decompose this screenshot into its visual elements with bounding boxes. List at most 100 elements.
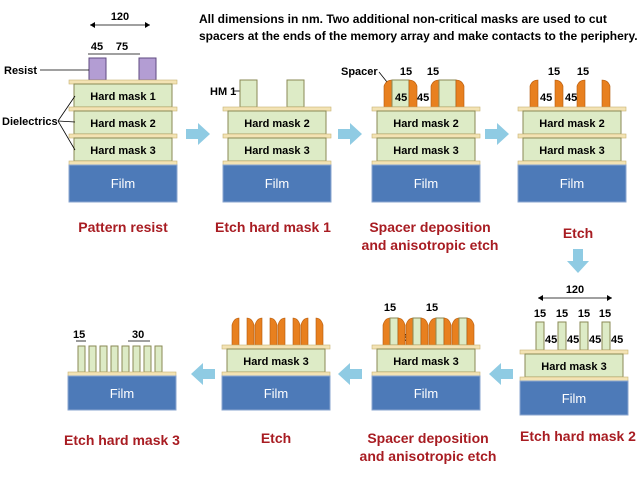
separator-layer: [222, 160, 332, 166]
film-label: Film: [560, 176, 585, 191]
spacer-sidewall: [428, 317, 437, 346]
spacer-line: [292, 317, 301, 346]
hard-mask-3-label: Hard mask 3: [539, 145, 604, 157]
film-label: Film: [264, 386, 289, 401]
dim-arrow-left: [90, 22, 95, 28]
dim-label-15: 15: [556, 308, 568, 320]
step-3-caption-line-1: Spacer deposition: [369, 219, 490, 235]
arrow-left-icon: [489, 363, 513, 385]
film-label: Film: [111, 176, 136, 191]
separator-layer: [517, 160, 627, 166]
resist-block: [138, 57, 157, 81]
film-layer: [222, 164, 332, 203]
spacer-label: Spacer: [341, 66, 378, 78]
dim-label-15: 15: [427, 66, 439, 78]
hard-mask-3-line: [143, 345, 152, 373]
step-6-caption-line-1: Spacer deposition: [367, 430, 488, 446]
separator-layer: [371, 344, 481, 350]
separator-layer: [221, 344, 331, 350]
film-layer: [68, 164, 178, 203]
spacer-line: [554, 79, 564, 108]
separator-layer: [371, 160, 481, 166]
hm1-line: [239, 79, 258, 108]
dim-label-120: 120: [566, 284, 584, 296]
spacer-sidewall: [383, 79, 393, 108]
hard-mask-3-label: Hard mask 3: [243, 356, 308, 368]
step-8-stack: 15 30 Film: [67, 329, 177, 411]
separator-layer: [68, 79, 178, 85]
separator-layer: [222, 133, 332, 139]
separator-layer: [67, 371, 177, 377]
hard-mask-3-line: [121, 345, 130, 373]
arrow-right-icon: [485, 123, 509, 145]
dim-label-15: 15: [599, 308, 611, 320]
hard-mask-3-line: [132, 345, 141, 373]
spacer-sidewall: [451, 317, 460, 346]
spacer-line: [246, 317, 255, 346]
step-2-stack: HM 1 Hard mask 2 Hard mask 3 Film: [210, 79, 332, 203]
dim-label-45: 45: [567, 334, 579, 346]
dim-label-30: 30: [132, 329, 144, 341]
spacer-pair: [428, 317, 452, 346]
spacer-line: [576, 79, 586, 108]
spacer-sidewall: [397, 317, 406, 346]
dim-label-45: 45: [611, 334, 623, 346]
film-layer: [517, 164, 627, 203]
dielectrics-label: Dielectrics: [2, 116, 58, 128]
hard-mask-2-line: [579, 321, 589, 351]
step-6-caption-line-2: and anisotropic etch: [360, 448, 497, 464]
hard-mask-3-label: Hard mask 3: [90, 145, 155, 157]
spacer-pair: [382, 317, 406, 346]
dim-label-45: 45: [545, 334, 557, 346]
hard-mask-2-line: [458, 317, 468, 346]
spacer-line: [529, 79, 539, 108]
dielectrics-leader: [57, 120, 76, 123]
film-layer: [371, 375, 481, 411]
arrow-down-icon: [567, 249, 589, 273]
separator-layer: [371, 133, 481, 139]
resist-label: Resist: [4, 65, 37, 77]
film-label: Film: [110, 386, 135, 401]
spacer-sidewall: [443, 317, 452, 346]
dim-label-15: 15: [534, 308, 546, 320]
step-5-caption: Etch hard mask 2: [520, 428, 636, 444]
hard-mask-2-line: [535, 321, 545, 351]
arrow-left-icon: [338, 363, 362, 385]
dim-label-75: 75: [116, 41, 128, 53]
dim-label-15: 15: [400, 66, 412, 78]
spacer-sidewall: [408, 79, 418, 108]
film-layer: [67, 375, 177, 411]
film-label: Film: [562, 391, 587, 406]
step-3-caption-line-2: and anisotropic etch: [362, 237, 499, 253]
dim-label-45: 45: [417, 92, 429, 104]
separator-layer: [222, 106, 332, 112]
step-7-caption: Etch: [261, 430, 291, 446]
hard-mask-1-label: Hard mask 1: [90, 91, 155, 103]
hard-mask-2-label: Hard mask 2: [244, 118, 309, 130]
dim-label-45: 45: [540, 92, 552, 104]
hard-mask-2-label: Hard mask 2: [393, 118, 458, 130]
film-label: Film: [414, 386, 439, 401]
dim-arrow-right: [145, 22, 150, 28]
hard-mask-3-label: Hard mask 3: [393, 356, 458, 368]
arrow-right-icon: [338, 123, 362, 145]
separator-layer: [519, 349, 629, 355]
hard-mask-3-line: [154, 345, 163, 373]
hard-mask-2-label: Hard mask 2: [539, 118, 604, 130]
dim-label-15: 15: [384, 302, 396, 314]
spacer-line: [231, 317, 240, 346]
spacer-sidewall: [420, 317, 429, 346]
dim-label-15: 15: [426, 302, 438, 314]
film-layer: [371, 164, 481, 203]
step-6-stack: 15 15 15 Hard mask 3 Film: [371, 302, 481, 411]
dim-label-45: 45: [91, 41, 103, 53]
spacer-line: [254, 317, 263, 346]
separator-layer: [68, 133, 178, 139]
dim-arrow-left: [538, 295, 543, 301]
spacer-sidewall: [430, 79, 440, 108]
hard-mask-2-line: [601, 321, 611, 351]
separator-layer: [371, 371, 481, 377]
hard-mask-3-label: Hard mask 3: [393, 145, 458, 157]
resist-block: [88, 57, 107, 81]
film-layer: [221, 375, 331, 411]
